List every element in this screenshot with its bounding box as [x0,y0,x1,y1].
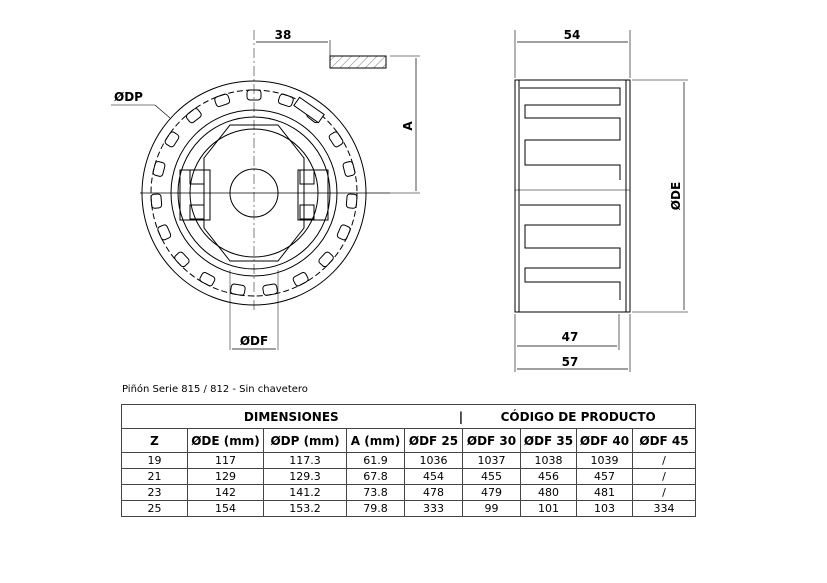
table-cell: 99 [462,500,521,517]
tooth [292,272,309,287]
table-cell: 481 [576,484,633,501]
side-view [514,30,688,372]
tooth [318,251,334,268]
table-cell: 117 [187,452,264,469]
table-cell: 454 [404,468,463,485]
dim-38-label: 38 [275,28,292,42]
table-cell: 1039 [576,452,633,469]
table-cell: 479 [462,484,521,501]
table-cell: 129 [187,468,264,485]
column-header: ØDF 30 [462,428,521,453]
front-view [111,30,420,350]
tooth [328,131,344,148]
table-cell: 154 [187,500,264,517]
tooth [199,272,216,287]
tooth [336,224,351,241]
table-cell: / [632,468,696,485]
table-cell: 334 [632,500,696,517]
table-cell: 456 [520,468,577,485]
column-header: A (mm) [346,428,405,453]
tooth [345,193,358,209]
column-header: Z [121,428,188,453]
tooth [230,283,246,296]
table-cell: 21 [121,468,188,485]
column-header: ØDF 35 [520,428,577,453]
column-header: ØDP (mm) [263,428,347,453]
dim-57-label: 57 [562,355,579,369]
table-cell: 117.3 [263,452,347,469]
table-cell: / [632,484,696,501]
table-cell: 67.8 [346,468,405,485]
tooth [164,131,180,148]
table-cell: 23 [121,484,188,501]
group-header-row: DIMENSIONES | CÓDIGO DE PRODUCTO [121,404,696,429]
dimensions-group: DIMENSIONES [243,409,339,424]
table-cell: 61.9 [346,452,405,469]
table-cell: 141.2 [263,484,347,501]
column-header: ØDF 45 [632,428,696,453]
tooth [342,161,356,177]
table-cell: 79.8 [346,500,405,517]
table-cell: 153.2 [263,500,347,517]
table-cell: 333 [404,500,463,517]
clamp-right [297,169,329,221]
tooth [174,251,190,268]
table-cell: 455 [462,468,521,485]
side-outline [514,79,631,313]
tooth [157,224,172,241]
de-label: ØDE [669,182,683,210]
table-cell: 1038 [520,452,577,469]
table-cell: 1036 [404,452,463,469]
table-cell: 457 [576,468,633,485]
hatched-surface [329,55,387,69]
table-caption: Piñón Serie 815 / 812 - Sin chavetero [122,384,308,395]
table-cell: 129.3 [263,468,347,485]
codes-group: CÓDIGO DE PRODUCTO [500,409,656,424]
df-label: ØDF [240,334,268,348]
tooth [150,193,163,209]
table-cell: 25 [121,500,188,517]
group-separator: | [458,409,464,424]
table-cell: 101 [520,500,577,517]
table-cell: 19 [121,452,188,469]
a-label: A [401,121,415,131]
table-cell: 142 [187,484,264,501]
tooth [262,283,278,296]
drawing: 38 ØDP ØDF A 54 47 57 ØDE [111,28,688,372]
dim-47-label: 47 [562,330,579,344]
table-cell: 103 [576,500,633,517]
table-cell: 73.8 [346,484,405,501]
tooth [185,108,202,124]
table-cell: / [632,452,696,469]
tooth [277,93,294,108]
dp-label: ØDP [114,90,143,104]
column-header: ØDF 40 [576,428,633,453]
table-cell: 478 [404,484,463,501]
tooth [152,161,166,177]
tooth [214,93,231,108]
column-header: ØDF 25 [404,428,463,453]
dim-54-label: 54 [564,28,581,42]
table-cell: 1037 [462,452,521,469]
table-cell: 480 [520,484,577,501]
clamp-left [179,169,211,221]
column-header: ØDE (mm) [187,428,264,453]
